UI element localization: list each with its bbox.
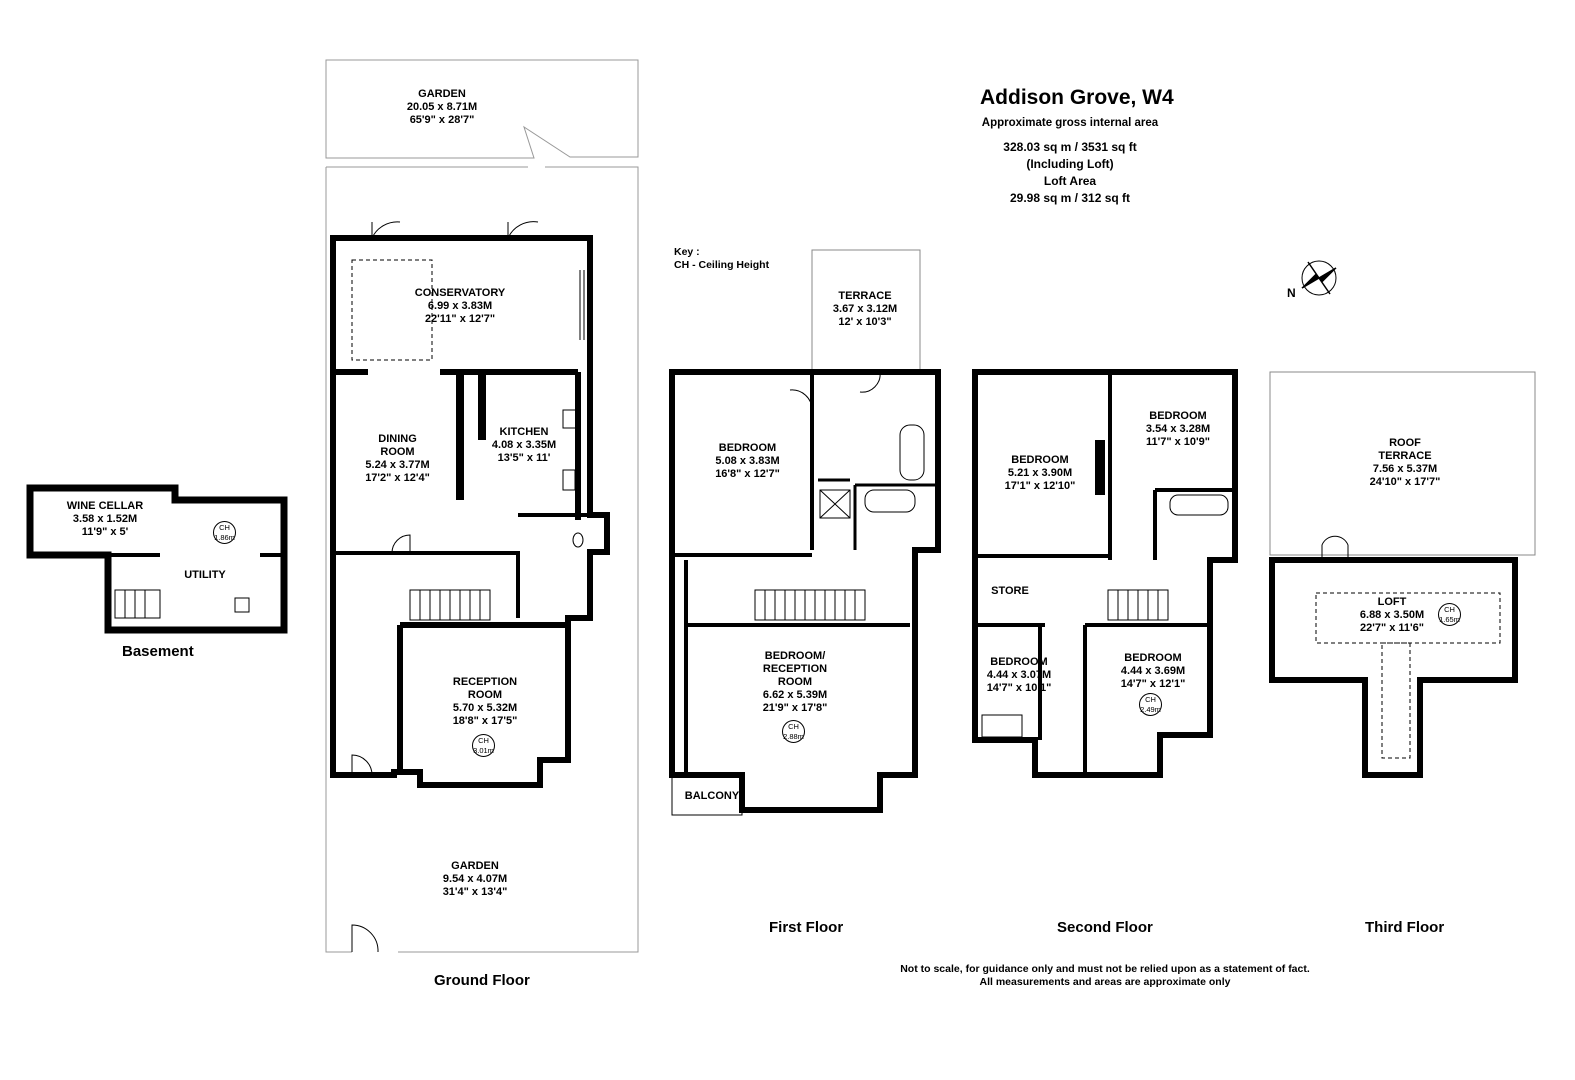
rear-garden-label: GARDEN 20.05 x 8.71M 65'9" x 28'7" xyxy=(406,88,478,126)
ground-outer-walls xyxy=(330,235,610,788)
basement-walls xyxy=(26,484,288,634)
second-floor-plan xyxy=(972,369,1238,778)
property-title: Addison Grove, W4 xyxy=(980,86,1174,109)
roof-terrace-outline xyxy=(1269,371,1536,556)
compass-rose xyxy=(1301,260,1337,296)
floor-label-second: Second Floor xyxy=(1057,919,1153,936)
second-outer-walls xyxy=(972,369,1238,778)
second-floor-bedroom-b-label: BEDROOM 3.54 x 3.28M 11'7" x 10'9" xyxy=(1145,410,1211,448)
ground-floor-plan xyxy=(325,59,639,953)
reception-room-label: RECEPTION ROOM 5.70 x 5.32M 18'8" x 17'5… xyxy=(452,676,518,727)
third-floor-plan xyxy=(1269,371,1536,778)
floor-label-third: Third Floor xyxy=(1365,919,1445,936)
second-floor-bedroom-d-label: BEDROOM 4.44 x 3.69M 14'7" x 12'1" xyxy=(1120,652,1186,690)
compass-north-label: N xyxy=(1287,286,1296,300)
floor-label-basement: Basement xyxy=(122,643,194,660)
key-legend: Key : CH - Ceiling Height xyxy=(674,246,769,272)
floor-label-ground: Ground Floor xyxy=(434,972,530,989)
conservatory-label: CONSERVATORY 6.99 x 3.83M 22'11" x 12'7" xyxy=(414,287,506,325)
front-garden-label: GARDEN 9.54 x 4.07M 31'4" x 13'4" xyxy=(442,860,508,898)
second-floor-bedroom-c-label: BEDROOM 4.44 x 3.07M 14'7" x 10'1" xyxy=(986,656,1052,694)
bedroom-reception-label: BEDROOM/ RECEPTION ROOM 6.62 x 5.39M 21'… xyxy=(762,650,828,714)
including-loft-note: (Including Loft) xyxy=(1026,157,1114,171)
third-outer-walls xyxy=(1269,557,1518,778)
roof-terrace-label: ROOF TERRACE 7.56 x 5.37M 24'10" x 17'7" xyxy=(1369,437,1441,488)
first-floor-bedroom-label: BEDROOM 5.08 x 3.83M 16'8" x 12'7" xyxy=(715,442,780,480)
dining-room-label: DINING ROOM 5.24 x 3.77M 17'2" x 12'4" xyxy=(365,433,430,484)
key-entry: CH - Ceiling Height xyxy=(674,259,770,271)
store-label: STORE xyxy=(991,585,1029,597)
terrace-label: TERRACE 3.67 x 3.12M 12' x 10'3" xyxy=(832,290,898,328)
area-label: Approximate gross internal area xyxy=(981,117,1159,129)
kitchen-label: KITCHEN 4.08 x 3.35M 13'5" x 11' xyxy=(491,426,557,464)
key-title: Key : xyxy=(674,246,700,258)
wine-cellar-label: WINE CELLAR 3.58 x 1.52M 11'9" x 5' xyxy=(66,500,144,538)
first-floor-plan xyxy=(669,249,941,816)
second-floor-bedroom-a-label: BEDROOM 5.21 x 3.90M 17'1" x 12'10" xyxy=(1004,454,1076,492)
loft-label: LOFT 6.88 x 3.50M 22'7" x 11'6" xyxy=(1359,596,1425,634)
utility-label: UTILITY xyxy=(184,569,226,581)
plot-boundary xyxy=(325,166,639,953)
balcony-label: BALCONY xyxy=(684,790,740,802)
basement-plan xyxy=(26,484,288,634)
disclaimer: Not to scale, for guidance only and must… xyxy=(900,963,1310,988)
total-area: 328.03 sq m / 3531 sq ft xyxy=(1003,140,1137,154)
loft-area-label: Loft Area xyxy=(1043,174,1097,188)
floor-label-first: First Floor xyxy=(769,919,844,936)
loft-area: 29.98 sq m / 312 sq ft xyxy=(1009,191,1131,205)
rear-garden-outline xyxy=(325,59,639,159)
